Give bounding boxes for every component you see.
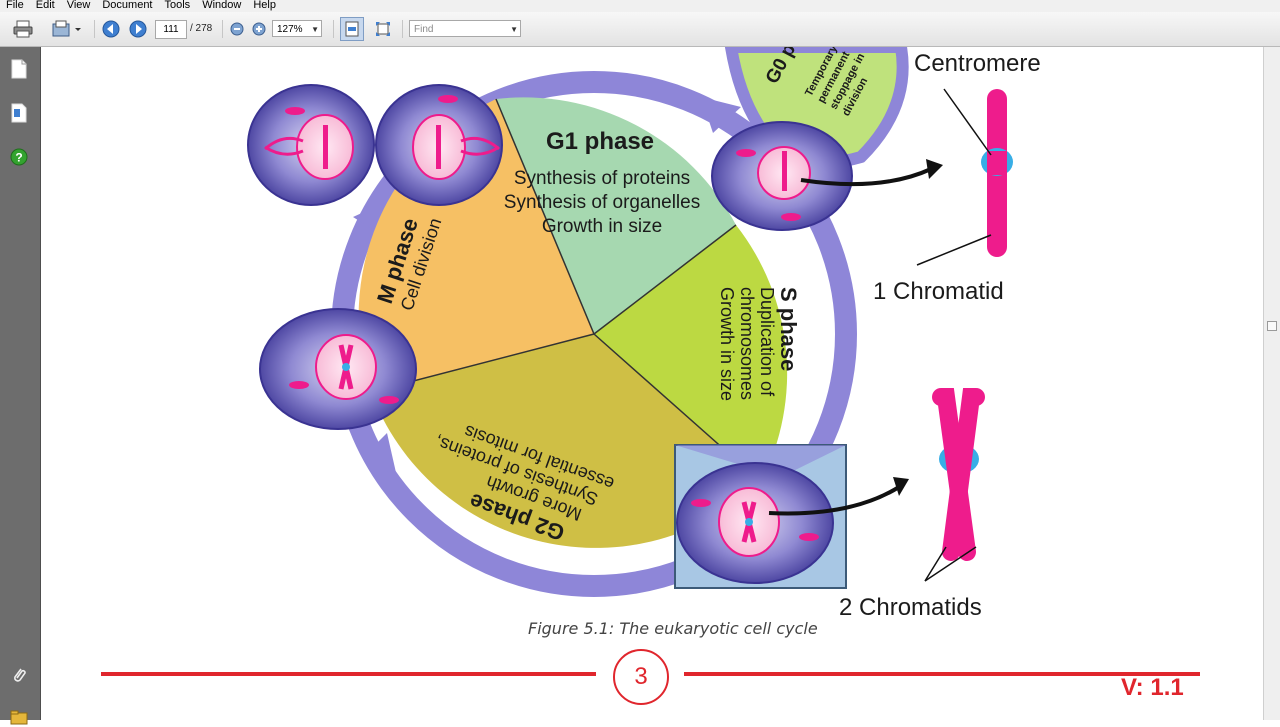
pointer-arrowhead <box>893 477 909 496</box>
bookmarks-icon[interactable] <box>9 103 29 123</box>
two-chromatids-label: 2 Chromatids <box>839 594 982 621</box>
zoom-in-icon[interactable] <box>250 18 268 40</box>
fit-page-icon[interactable] <box>340 17 364 41</box>
cell-anaphase-left <box>247 84 375 206</box>
menu-tools[interactable]: Tools <box>164 0 191 11</box>
find-placeholder: Find <box>414 24 434 35</box>
sector-dividers <box>370 98 762 483</box>
menu-file[interactable]: File <box>6 0 24 11</box>
pages-panel-icon[interactable] <box>9 59 29 79</box>
page-number-badge: 3 <box>613 649 669 705</box>
menu-bar: File Edit View Document Tools Window Hel… <box>0 0 1280 12</box>
cycle-arrow <box>363 433 397 477</box>
menu-window[interactable]: Window <box>202 0 242 11</box>
document-page: G1 phase Synthesis of proteins Synthesis… <box>41 47 1263 720</box>
menu-help[interactable]: Help <box>253 0 276 11</box>
toolbar-separator <box>333 20 334 38</box>
toolbar-separator <box>222 20 223 38</box>
s-sector <box>594 225 788 482</box>
cell-g1 <box>711 121 853 231</box>
cycle-arrow <box>701 97 741 133</box>
g2-sector <box>371 334 761 548</box>
svg-text:?: ? <box>15 151 22 165</box>
g1-line: Synthesis of organelles <box>504 192 700 213</box>
page-total: / 278 <box>190 23 213 34</box>
zoom-value: 127% <box>277 24 303 35</box>
menu-view[interactable]: View <box>66 0 91 11</box>
version-label: V: 1.1 <box>1121 674 1184 701</box>
one-chromatid-label: 1 Chromatid <box>873 278 1004 305</box>
prev-page-icon[interactable] <box>101 18 121 40</box>
next-page-icon[interactable] <box>128 18 148 40</box>
s-line: Growth in size <box>717 287 737 401</box>
scrollbar-thumb[interactable] <box>1267 321 1277 331</box>
s-line: chromosomes <box>737 287 757 400</box>
toolbar-separator <box>402 20 403 38</box>
figure-caption: Figure 5.1: The eukaryotic cell cycle <box>528 619 818 638</box>
fit-width-icon[interactable] <box>372 18 394 40</box>
g1-line: Growth in size <box>542 216 662 237</box>
menu-document[interactable]: Document <box>102 0 153 11</box>
s-text: S phase Duplication of chromosomes Growt… <box>717 287 801 401</box>
chevron-down-icon: ▼ <box>311 25 319 34</box>
g1-title: G1 phase <box>546 128 654 155</box>
cell-g2 <box>676 462 834 584</box>
g1-line: Synthesis of proteins <box>514 168 690 189</box>
zoom-select[interactable]: 127% ▼ <box>272 20 322 37</box>
s-title: S phase <box>776 287 801 371</box>
pointer-arrowhead <box>926 159 943 179</box>
g1-sector <box>496 97 736 334</box>
cell-anaphase-right <box>375 84 503 206</box>
pointer-arrow <box>800 167 932 187</box>
find-input[interactable]: Find ▼ <box>409 20 521 37</box>
footer-rule-right <box>684 672 1200 676</box>
cell-cycle-diagram: G1 phase Synthesis of proteins Synthesis… <box>247 47 1013 597</box>
centromere-label: Centromere <box>914 50 1041 77</box>
s-line: Duplication of <box>757 287 777 397</box>
attachment-icon[interactable] <box>9 665 29 685</box>
cell-metaphase <box>259 308 417 430</box>
help-icon[interactable]: ? <box>9 147 29 167</box>
vertical-scrollbar[interactable] <box>1263 47 1280 720</box>
zoom-out-icon[interactable] <box>228 18 246 40</box>
two-chromatids-illustration <box>924 388 985 582</box>
menu-edit[interactable]: Edit <box>35 0 55 11</box>
save-dropdown-icon[interactable] <box>50 18 84 40</box>
footer-rule-left <box>101 672 596 676</box>
pointer-arrow <box>768 485 901 516</box>
toolbar: 111 / 278 127% ▼ Find ▼ <box>0 12 1280 47</box>
cycle-arrow <box>675 445 846 477</box>
layers-icon[interactable] <box>9 707 29 727</box>
navigation-panel: ? <box>0 47 41 725</box>
toolbar-separator <box>94 20 95 38</box>
page-number-input[interactable]: 111 <box>155 20 187 39</box>
single-chromatid-illustration <box>916 88 1013 266</box>
print-icon[interactable] <box>12 18 34 40</box>
chevron-down-icon: ▼ <box>510 25 518 34</box>
